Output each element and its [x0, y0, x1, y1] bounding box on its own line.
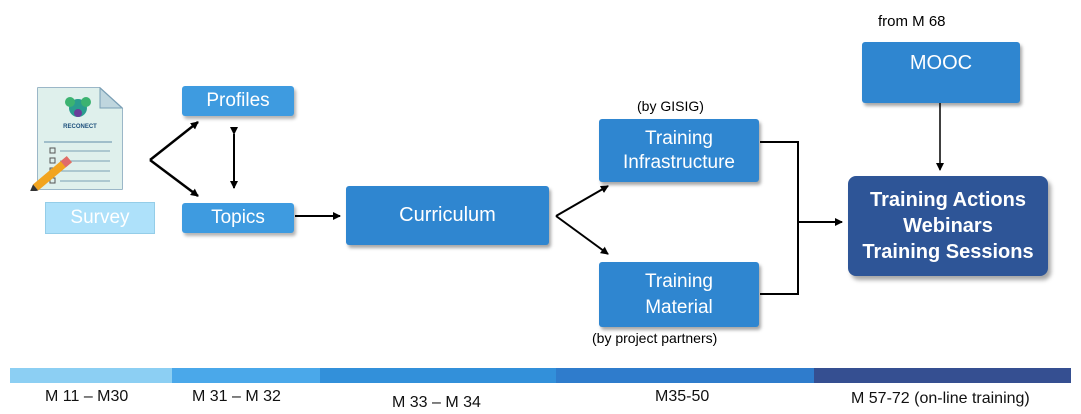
curriculum-label: Curriculum — [399, 204, 496, 226]
curriculum-fork-arrows — [555, 185, 609, 255]
mooc-label: MOOC — [909, 52, 973, 74]
document-logo-text: RECONECT — [63, 124, 97, 130]
training-material-line1: Training — [645, 270, 713, 292]
timeline-label-4: M35-50 — [655, 388, 710, 405]
topics-box: Topics — [182, 203, 294, 233]
training-infrastructure-line1: Training — [645, 127, 713, 149]
mooc-box: MOOC — [862, 42, 1020, 103]
timeline-segment-1 — [10, 368, 172, 383]
topics-label: Topics — [211, 207, 265, 228]
timeline-segment-5 — [814, 368, 1071, 383]
training-infrastructure-box: Training Infrastructure — [599, 119, 759, 182]
training-infrastructure-line2: Infrastructure — [623, 151, 735, 173]
timeline-segment-3 — [320, 368, 556, 383]
from-m68-label: from M 68 — [878, 13, 946, 30]
training-actions-line1: Training Actions — [870, 189, 1026, 211]
survey-label: Survey — [70, 207, 130, 228]
timeline-segment-4 — [556, 368, 814, 383]
profiles-label: Profiles — [206, 90, 270, 111]
survey-box: Survey — [45, 202, 155, 234]
training-material-box: Training Material — [599, 262, 759, 327]
training-actions-box: Training Actions Webinars Training Sessi… — [848, 176, 1048, 276]
survey-fork-arrows — [149, 121, 199, 197]
timeline-label-5: M 57-72 (on-line training) — [851, 390, 1030, 407]
timeline-label-3: M 33 – M 34 — [392, 394, 481, 411]
by-gisig-label: (by GISIG) — [637, 98, 704, 114]
by-partners-label: (by project partners) — [592, 330, 718, 346]
timeline-label-2: M 31 – M 32 — [192, 388, 281, 405]
timeline-segment-2 — [172, 368, 320, 383]
training-actions-line3: Training Sessions — [862, 241, 1034, 263]
timeline-label-1: M 11 – M30 — [45, 388, 129, 405]
survey-document-icon: RECONECT — [29, 86, 130, 193]
curriculum-box: Curriculum — [346, 186, 549, 245]
training-actions-line2: Webinars — [903, 215, 993, 237]
profiles-box: Profiles — [182, 86, 294, 116]
merge-to-training-actions — [760, 141, 843, 295]
training-material-line2: Material — [645, 296, 713, 318]
